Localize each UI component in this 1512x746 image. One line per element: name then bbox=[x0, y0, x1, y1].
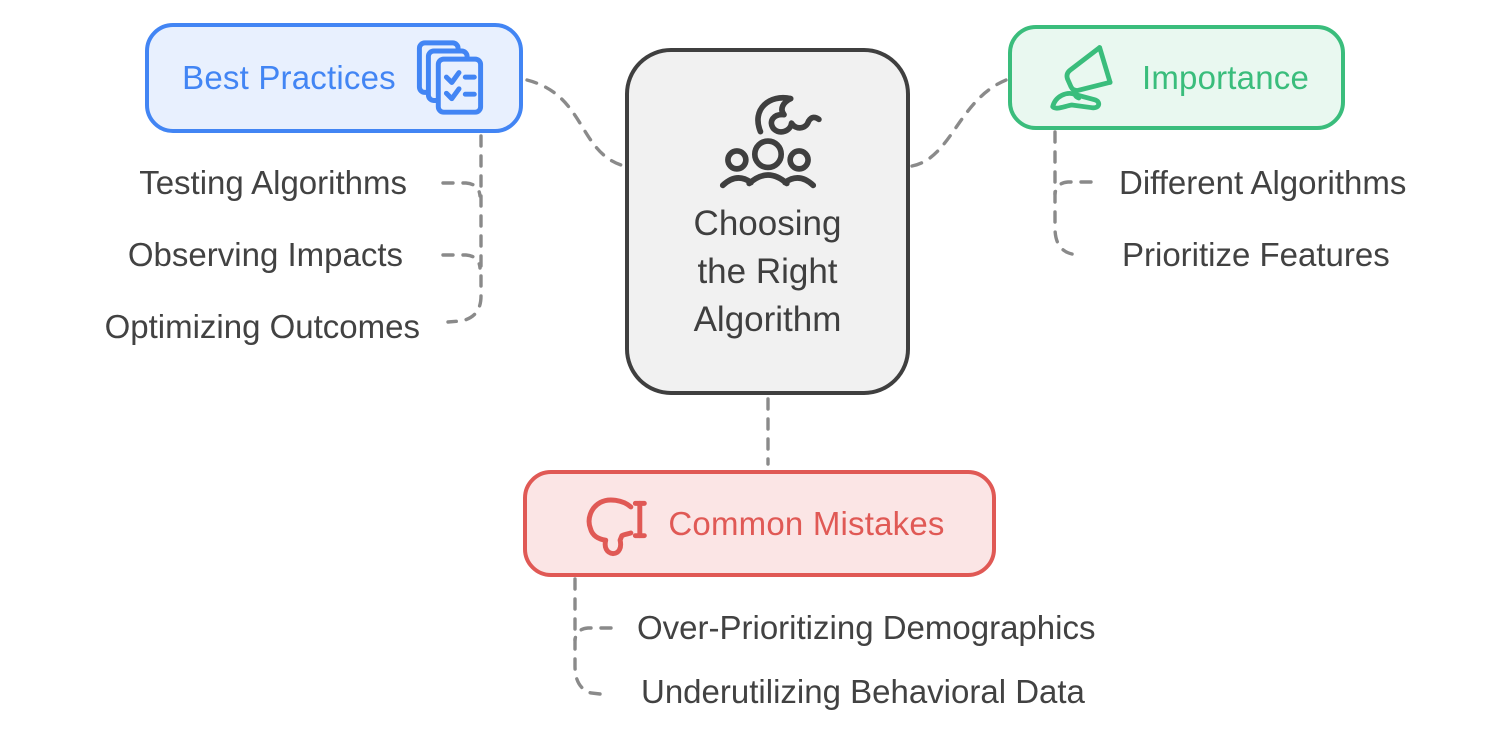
sub-item-testing-algorithms[interactable]: Testing Algorithms bbox=[139, 164, 407, 201]
sub-item-different-algorithms[interactable]: Different Algorithms bbox=[1119, 164, 1407, 201]
importance-label: Importance bbox=[1141, 58, 1310, 96]
center-label-line: Choosing bbox=[693, 204, 842, 243]
branch-line-different-algorithms bbox=[1053, 180, 1093, 196]
hand-picking-people-icon bbox=[719, 94, 822, 189]
checklist-documents-icon bbox=[416, 40, 483, 115]
branch-line-observing-impacts bbox=[441, 253, 482, 270]
sub-item-observing-impacts[interactable]: Observing Impacts bbox=[127, 236, 403, 273]
common-mistakes-label: Common Mistakes bbox=[668, 504, 945, 542]
branch-line-best-practices-trunk bbox=[446, 134, 483, 324]
sub-item-over-prioritizing-demographics[interactable]: Over-Prioritizing Demographics bbox=[637, 609, 1096, 646]
node-choosing-the-right-algorithm[interactable]: Choosing the Right Algorithm bbox=[625, 48, 910, 395]
branch-line-importance-trunk bbox=[1053, 130, 1083, 257]
branch-line-testing-algorithms bbox=[441, 181, 482, 198]
connector-center-to-best-practices bbox=[525, 78, 623, 167]
thumbs-down-icon bbox=[587, 497, 648, 556]
node-common-mistakes[interactable]: Common Mistakes bbox=[523, 470, 996, 577]
node-best-practices[interactable]: Best Practices bbox=[145, 23, 523, 133]
center-node-label: Choosing the Right Algorithm bbox=[694, 200, 842, 344]
best-practices-label: Best Practices bbox=[182, 59, 396, 96]
sub-item-optimizing-outcomes[interactable]: Optimizing Outcomes bbox=[104, 308, 420, 345]
connector-center-to-importance bbox=[910, 78, 1008, 168]
center-label-line: the Right bbox=[697, 252, 838, 291]
hand-megaphone-icon bbox=[1050, 44, 1113, 111]
branch-line-common-mistakes-trunk bbox=[573, 577, 602, 696]
center-label-line: Algorithm bbox=[693, 300, 842, 339]
node-importance[interactable]: Importance bbox=[1008, 25, 1345, 130]
sub-item-underutilizing-behavioral-data[interactable]: Underutilizing Behavioral Data bbox=[641, 673, 1085, 710]
branch-line-over-prioritizing bbox=[573, 626, 613, 642]
sub-item-prioritize-features[interactable]: Prioritize Features bbox=[1122, 236, 1390, 273]
